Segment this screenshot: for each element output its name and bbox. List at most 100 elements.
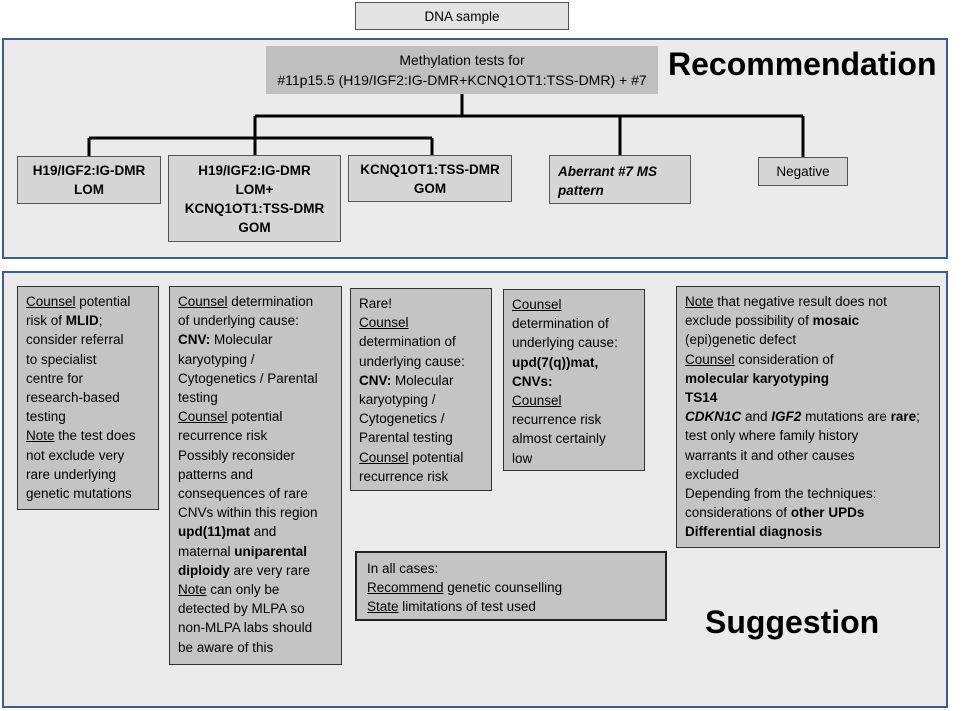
text-run: warrants it and other causes: [685, 447, 855, 463]
result-node-h19-lom: H19/IGF2:IG-DMR LOM: [17, 156, 161, 204]
methylation-tests-line2: #11p15.5 (H19/IGF2:IG-DMR+KCNQ1OT1:TSS-D…: [277, 72, 647, 88]
text-run: potential: [408, 449, 464, 465]
text-run: consider referral: [26, 332, 124, 348]
text-run: Counsel: [512, 393, 562, 409]
text-run: Cytogenetics / Parental: [178, 370, 318, 386]
text-run: consequences of rare: [178, 486, 308, 502]
text-run: patterns and: [178, 466, 254, 482]
text-line: considerations of other UPDs: [685, 503, 931, 522]
text-run: Cytogenetics /: [359, 411, 445, 427]
text-line: Cytogenetics /: [359, 409, 483, 428]
methylation-tests-node: Methylation tests for #11p15.5 (H19/IGF2…: [266, 46, 658, 94]
text-run: mutations are: [801, 409, 891, 425]
text-run: Counsel: [26, 294, 76, 309]
suggestion-heading: Suggestion: [705, 604, 880, 640]
text-run: potential: [227, 409, 283, 425]
text-run: other UPDs: [790, 505, 865, 521]
text-run: IGF2: [771, 409, 802, 425]
text-line: Depending from the techniques:: [685, 484, 931, 503]
text-run: Rare!: [359, 296, 393, 311]
text-line: be aware of this: [178, 638, 333, 657]
text-run: rare: [890, 409, 917, 425]
text-line: rare underlying: [26, 465, 150, 484]
result-2-line2: LOM+: [235, 181, 274, 197]
text-line: almost certainly: [512, 429, 636, 448]
all-cases-box: In all cases: Recommend genetic counselli…: [355, 551, 667, 621]
text-line: determination of: [512, 314, 636, 333]
text-line: Counsel: [512, 391, 636, 410]
text-line: Counsel potential: [359, 448, 483, 467]
suggestion-box-aberrant-7: Counsel determination of underlying cause:…: [503, 289, 645, 471]
text-run: Depending from the techniques:: [685, 486, 877, 502]
text-line: Cytogenetics / Parental: [178, 369, 333, 388]
text-run: not exclude very: [26, 447, 125, 463]
text-line: determination of: [359, 332, 483, 351]
text-run: centre for: [26, 370, 84, 386]
text-line: karyotyping /: [178, 350, 333, 369]
text-line: Counsel determination: [178, 292, 333, 311]
text-run: risk of: [26, 313, 66, 329]
text-line: warrants it and other causes: [685, 446, 931, 465]
text-run: In all cases:: [367, 561, 439, 576]
text-line: low: [512, 449, 636, 468]
text-run: genetic mutations: [26, 486, 132, 502]
text-line: testing: [178, 388, 333, 407]
text-run: Counsel: [685, 351, 735, 367]
result-node-kcnq-gom: KCNQ1OT1:TSS-DMR GOM: [348, 155, 512, 202]
text-line: Possibly reconsider: [178, 446, 333, 465]
text-run: almost certainly: [512, 431, 606, 447]
text-line: recurrence risk: [178, 426, 333, 445]
text-run: that negative result does not: [713, 294, 887, 309]
text-run: and: [741, 409, 772, 425]
suggestion-box-h19-lom: Counsel potential risk of MLID; consider r…: [17, 286, 159, 510]
text-run: ;: [916, 409, 920, 425]
text-run: State: [367, 599, 399, 615]
text-run: genetic counselling: [443, 580, 563, 596]
result-2-line3: KCNQ1OT1:TSS-DMR: [184, 200, 325, 216]
text-line: consequences of rare: [178, 484, 333, 503]
result-1-line2: LOM: [74, 182, 104, 197]
text-line: diploidy are very rare: [178, 561, 333, 580]
text-line: TS14: [685, 388, 931, 407]
text-run: Recommend: [367, 580, 444, 596]
text-line: risk of MLID;: [26, 311, 150, 330]
text-line: upd(7(q))mat,: [512, 353, 636, 372]
text-run: be aware of this: [178, 639, 274, 655]
text-line: detected by MLPA so: [178, 599, 333, 618]
text-line: molecular karyotyping: [685, 369, 931, 388]
text-run: limitations of test used: [398, 599, 536, 615]
text-line: karyotyping /: [359, 390, 483, 409]
text-run: CNVs within this region: [178, 505, 318, 521]
result-3-line2: GOM: [413, 180, 447, 196]
text-run: underlying cause:: [359, 353, 465, 369]
text-run: testing: [26, 409, 66, 425]
text-line: exclude possibility of mosaic: [685, 311, 931, 330]
text-run: underlying cause:: [512, 335, 618, 351]
text-run: TS14: [685, 390, 718, 406]
result-node-negative: Negative: [758, 157, 848, 186]
text-run: mosaic: [812, 313, 860, 329]
text-line: consider referral: [26, 330, 150, 349]
text-line: Counsel: [359, 313, 483, 332]
text-line: recurrence risk: [359, 467, 483, 486]
text-run: can only be: [206, 582, 280, 598]
text-run: recurrence risk: [359, 468, 449, 484]
text-run: Possibly reconsider: [178, 447, 296, 463]
text-run: determination of: [512, 316, 609, 332]
text-line: Counsel: [512, 295, 636, 314]
text-run: molecular karyotyping: [685, 370, 830, 386]
text-run: diploidy: [178, 562, 230, 578]
text-run: and: [250, 524, 277, 540]
text-line: In all cases:: [367, 559, 655, 578]
text-line: Note can only be: [178, 580, 333, 599]
text-line: excluded: [685, 465, 931, 484]
text-run: recurrence risk: [178, 428, 268, 444]
text-line: Counsel potential: [178, 407, 333, 426]
text-run: non-MLPA labs should: [178, 620, 313, 636]
text-line: non-MLPA labs should: [178, 618, 333, 637]
text-run: potential: [75, 294, 131, 309]
text-line: (epi)genetic defect: [685, 330, 931, 349]
text-run: the test does: [54, 428, 136, 444]
text-line: Note that negative result does not: [685, 292, 931, 311]
